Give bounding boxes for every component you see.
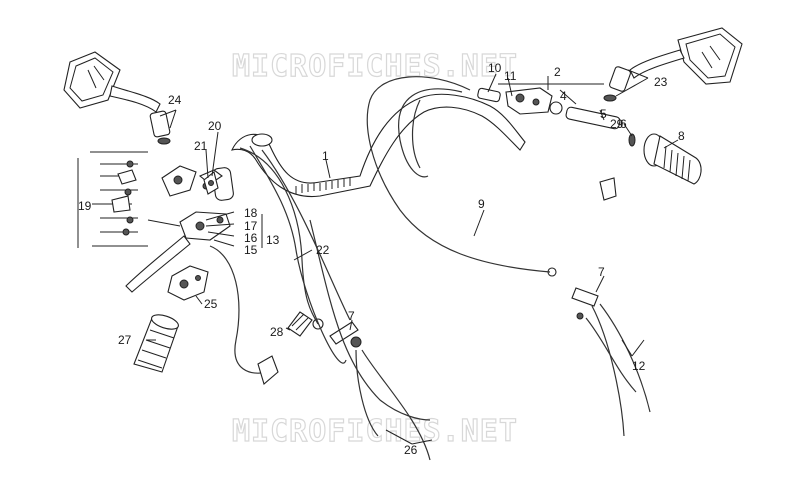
label-2: 2 bbox=[554, 65, 561, 79]
callout-labels: 1 2 4 5 6 7 7 8 9 10 11 12 13 15 16 17 1… bbox=[78, 61, 685, 457]
label-4: 4 bbox=[560, 89, 567, 103]
label-1: 1 bbox=[322, 149, 329, 163]
label-8: 8 bbox=[678, 129, 685, 143]
label-13: 13 bbox=[266, 233, 280, 247]
handlebar bbox=[231, 93, 526, 198]
label-6: 6 bbox=[620, 117, 627, 131]
label-16: 16 bbox=[244, 231, 258, 245]
right-controls bbox=[477, 87, 702, 201]
label-22: 22 bbox=[316, 243, 330, 257]
label-23: 23 bbox=[654, 75, 668, 89]
label-20: 20 bbox=[208, 119, 222, 133]
label-24: 24 bbox=[168, 93, 182, 107]
detail-box-switch-parts bbox=[77, 151, 181, 248]
left-grip bbox=[133, 314, 179, 373]
label-18: 18 bbox=[244, 206, 258, 220]
label-29: 29 bbox=[610, 117, 624, 131]
left-mirror bbox=[63, 51, 171, 145]
label-26: 26 bbox=[404, 443, 418, 457]
label-7-middle: 7 bbox=[348, 309, 355, 323]
right-mirror bbox=[603, 27, 743, 102]
label-12: 12 bbox=[632, 359, 646, 373]
label-19: 19 bbox=[78, 199, 92, 213]
label-17: 17 bbox=[244, 219, 258, 233]
label-5: 5 bbox=[600, 107, 607, 121]
right-grip bbox=[643, 133, 702, 185]
leader-lines bbox=[92, 69, 679, 445]
label-25: 25 bbox=[204, 297, 218, 311]
label-10: 10 bbox=[488, 61, 502, 75]
label-27: 27 bbox=[118, 333, 132, 347]
cables bbox=[209, 76, 651, 461]
label-21: 21 bbox=[194, 139, 208, 153]
label-7-right: 7 bbox=[598, 265, 605, 279]
label-11: 11 bbox=[504, 69, 517, 83]
left-controls bbox=[125, 165, 234, 373]
label-9: 9 bbox=[478, 197, 485, 211]
watermark-top: MICROFICHES.NET bbox=[232, 49, 518, 84]
label-15: 15 bbox=[244, 243, 258, 257]
left-switch bbox=[167, 265, 209, 301]
cable-adjusters-right bbox=[547, 267, 599, 320]
label-28: 28 bbox=[270, 325, 284, 339]
